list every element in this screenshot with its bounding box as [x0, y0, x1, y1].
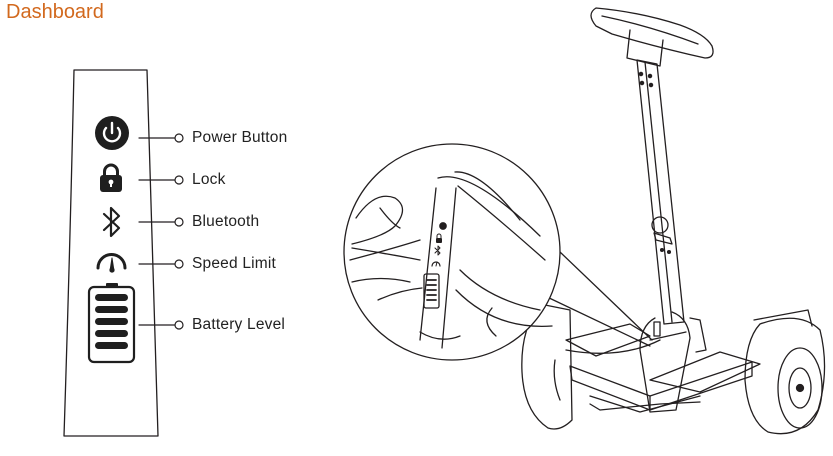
power-icon: [95, 116, 129, 150]
scooter-illustration: [521, 7, 826, 435]
callout-power-button: Power Button: [192, 129, 288, 146]
callout-bluetooth: Bluetooth: [192, 213, 260, 230]
callout-battery-level: Battery Level: [192, 316, 286, 333]
bluetooth-icon: [102, 206, 121, 238]
speedometer-icon: [96, 253, 127, 273]
battery-icon: [87, 283, 136, 364]
zoom-detail: [343, 143, 653, 361]
diagram-title: Dashboard: [6, 1, 104, 23]
callout-leaders: [138, 133, 184, 330]
lock-icon: [100, 163, 122, 192]
callout-speed-limit: Speed Limit: [192, 255, 277, 272]
dashboard-panel: [63, 69, 159, 437]
callout-lock: Lock: [192, 171, 226, 188]
